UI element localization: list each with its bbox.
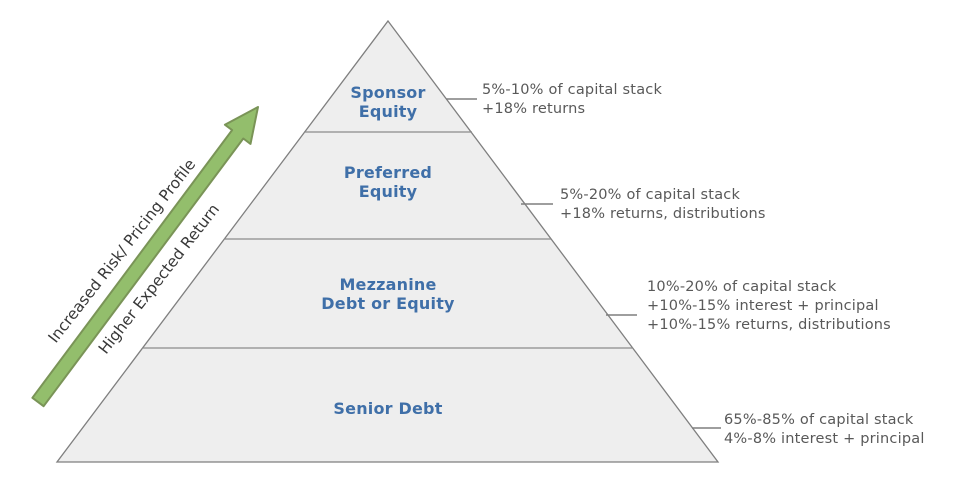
tier-label-senior-debt: Senior Debt: [333, 399, 443, 418]
up-arrow-icon: [31, 106, 259, 408]
pyramid-shape: [55, 19, 720, 463]
tier-label-sponsor-equity: Sponsor Equity: [350, 83, 426, 121]
tier-label-preferred-equity: Preferred Equity: [343, 163, 433, 201]
annotation-senior-debt: 65%-85% of capital stack 4%-8% interest …: [724, 412, 925, 447]
annotation-sponsor-equity: 5%-10% of capital stack +18% returns: [482, 82, 663, 117]
tier-label-mezzanine: Mezzanine Debt or Equity: [321, 275, 455, 313]
annotation-mezzanine: 10%-20% of capital stack +10%-15% intere…: [647, 279, 891, 333]
annotation-preferred-equity: 5%-20% of capital stack +18% returns, di…: [560, 187, 766, 222]
